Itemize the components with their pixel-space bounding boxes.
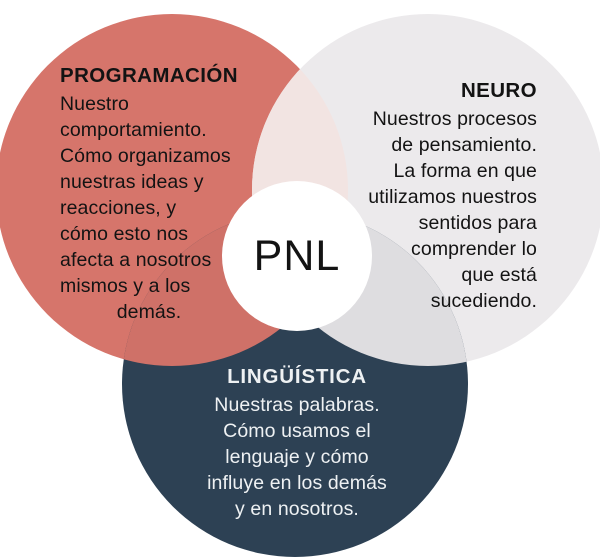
neuro-text-line: sucediendo. (430, 290, 537, 312)
programacion-region-label: PROGRAMACIÓN Nuestro comportamiento. Cóm… (60, 62, 238, 325)
linguistica-text-line: y en nosotros. (235, 498, 359, 520)
programacion-text-line: Cómo organizamos (60, 145, 231, 167)
center-circle (222, 181, 372, 331)
programacion-text-line: nuestras ideas y (60, 171, 204, 193)
neuro-text-line: utilizamos nuestros (368, 186, 537, 208)
programacion-text-line: demás. (116, 301, 182, 323)
programacion-title: PROGRAMACIÓN (60, 64, 238, 87)
neuro-title: NEURO (460, 79, 537, 102)
programacion-text-line: Nuestro (60, 93, 129, 115)
linguistica-text-line: influye en los demás (207, 472, 387, 494)
linguistica-title: LINGÜÍSTICA (227, 365, 367, 388)
programacion-text-line: afecta a nosotros (60, 249, 212, 271)
neuro-text-line: Nuestros procesos (372, 108, 537, 130)
neuro-text-line: La forma en que (393, 160, 537, 182)
programacion-text-line: comportamiento. (60, 119, 207, 141)
neuro-text-line: sentidos para (418, 212, 537, 234)
pnl-center-label: PNL (253, 231, 341, 280)
neuro-text-line: de pensamiento. (391, 134, 537, 156)
neuro-text-line: que está (461, 264, 537, 286)
linguistica-text-line: Cómo usamos el (223, 420, 371, 442)
programacion-text-line: reacciones, y (60, 197, 177, 219)
programacion-text-line: cómo esto nos (60, 223, 189, 245)
linguistica-region-label: LINGÜÍSTICA Nuestras palabras. Cómo usam… (147, 363, 447, 522)
neuro-region-label: NEURO Nuestros procesos de pensamiento. … (368, 77, 537, 314)
neuro-text-line: comprender lo (411, 238, 537, 260)
linguistica-text-line: Nuestras palabras. (214, 394, 380, 416)
programacion-text-line: mismos y a los (60, 275, 191, 297)
linguistica-text-line: lenguaje y cómo (225, 446, 369, 468)
